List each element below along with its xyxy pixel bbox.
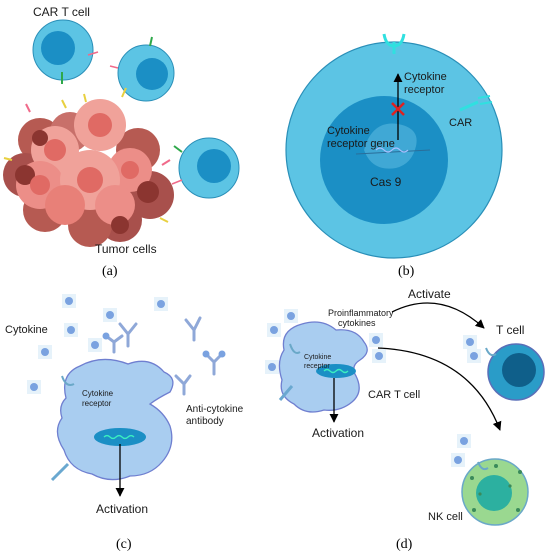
car-t-cell-body: [56, 358, 174, 481]
proinflammatory-label: Proinflammatory: [328, 308, 394, 318]
cytokine-dot: [265, 360, 279, 374]
nk-cell: [461, 458, 529, 526]
antibody-icon: [184, 316, 202, 342]
cytokine-dot: [372, 349, 386, 363]
nucleus: [94, 428, 146, 446]
activate-arrow-nk-cell: [377, 347, 502, 431]
cytokine-dot: [38, 345, 52, 359]
inhibit-x-icon: [391, 102, 405, 116]
cytokine-dot: [457, 434, 471, 448]
receptor-label: receptor: [304, 363, 330, 370]
dna-strand: [355, 149, 431, 155]
t-cell-label: T cell: [496, 323, 524, 337]
cytokine-dot: [62, 294, 76, 308]
panel-c-label: (c): [116, 537, 132, 552]
antibody-label: Anti-cytokine: [186, 404, 244, 415]
car-label: CAR: [449, 117, 472, 129]
cytokine-dot: [267, 323, 281, 337]
panel-b: Cytokine receptor CAR Cytokine receptor …: [285, 33, 503, 279]
antibody-icon: [102, 332, 124, 354]
cytokine-dot: [369, 333, 383, 347]
panel-d: Activate Proinflammatory cytokines Cytok…: [265, 287, 545, 552]
cytokine-dot: [64, 323, 78, 337]
car-icon: [278, 385, 294, 401]
cytokine-receptor-icon: [382, 33, 406, 54]
cytokine-dot: [284, 309, 298, 323]
antibody-icon: [202, 350, 226, 376]
receptor-icon: [289, 343, 301, 354]
antibody-icon: [174, 374, 192, 396]
receptor-icon: [61, 375, 75, 386]
cas9-icon: [364, 123, 417, 169]
gene-label: receptor gene: [327, 138, 395, 150]
gene-label: Cytokine: [327, 125, 370, 137]
car-icon: [459, 95, 493, 112]
car-t-cell-label: CAR T cell: [368, 389, 420, 401]
cytokine-dot: [103, 308, 117, 322]
proinflammatory-label: cytokines: [338, 318, 376, 328]
tumor-cells-label: Tumor cells: [95, 242, 157, 256]
cytokine-dot: [451, 453, 465, 467]
activation-label: Activation: [96, 502, 148, 516]
cytokine-receptor-label: receptor: [404, 84, 445, 96]
panel-b-label: (b): [398, 264, 415, 279]
car-t-cell: [109, 36, 175, 102]
panel-a: CAR T cell: [3, 5, 240, 279]
car-t-cell-label: CAR T cell: [33, 5, 90, 19]
cytokine-dot: [154, 297, 168, 311]
car-icon: [50, 462, 70, 482]
antibody-label: antibody: [186, 416, 224, 427]
activate-arrow-t-cell: [391, 302, 485, 329]
activate-label: Activate: [408, 287, 451, 301]
car-t-cell: [32, 19, 99, 84]
cytokine-dot: [467, 349, 481, 363]
car-t-cell: [171, 137, 240, 199]
panel-a-label: (a): [102, 264, 118, 279]
activation-label: Activation: [312, 426, 364, 440]
receptor-label: receptor: [82, 399, 112, 408]
receptor-label: Cytokine: [304, 354, 331, 361]
tumor-cluster: [3, 93, 174, 247]
cytokine-receptor-label: Cytokine: [404, 71, 447, 83]
antibody-icon: [118, 322, 138, 348]
panel-d-label: (d): [396, 537, 413, 552]
receptor-label: Cytokine: [82, 389, 114, 398]
cytokine-dot: [27, 380, 41, 394]
cytokine-label: Cytokine: [5, 324, 48, 336]
cytokine-dot: [88, 338, 102, 352]
t-cell: [485, 343, 545, 401]
panel-c: Cytokine: [5, 294, 244, 552]
nk-cell-label: NK cell: [428, 511, 463, 523]
cas9-label: Cas 9: [370, 175, 402, 189]
cytokine-dot: [463, 335, 477, 349]
